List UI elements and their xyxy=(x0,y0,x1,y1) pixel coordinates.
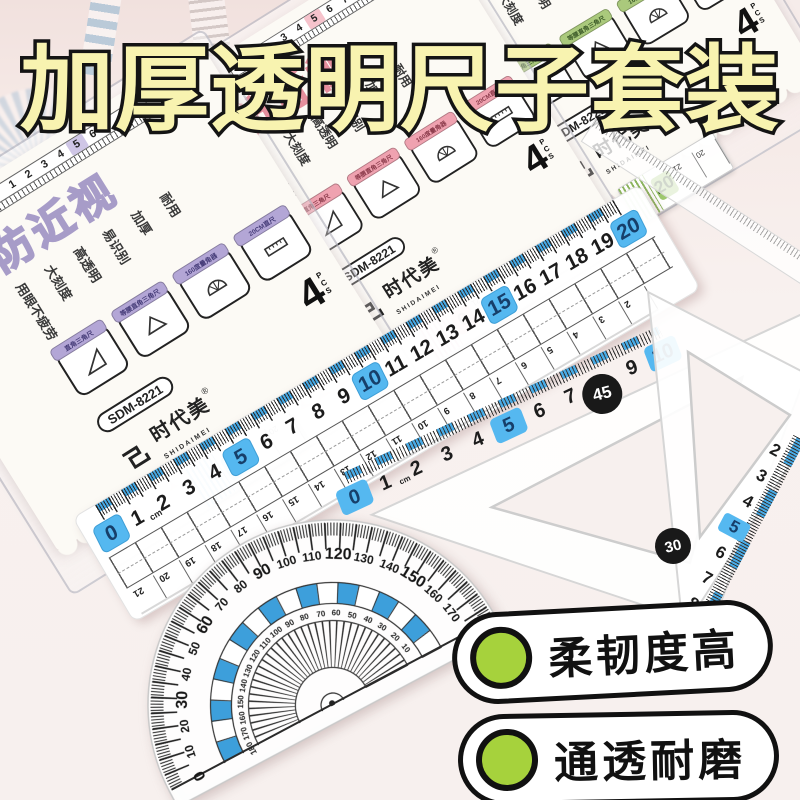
page-title: 加厚透明尺子套装 xyxy=(16,34,782,146)
item-ruler: 20CM直尺 xyxy=(459,74,539,151)
ruler-icon xyxy=(490,105,514,125)
item-ruler: 20CM直尺 xyxy=(231,203,315,285)
item-isosceles-triangle: 等腰直角三角尺 xyxy=(109,279,193,361)
protractor-icon xyxy=(437,145,457,162)
protractor-inner-label: 60 xyxy=(331,608,341,618)
feature-badge-flexibility: 柔韧度高 xyxy=(449,597,776,707)
right-triangle-icon xyxy=(88,347,108,377)
item-protractor: 160度量角器 xyxy=(402,110,481,187)
isosceles-triangle-icon xyxy=(148,315,168,336)
protractor-icon xyxy=(207,279,228,297)
protractor-outer-label: 30 xyxy=(173,690,192,709)
item-protractor: 160度量角器 xyxy=(170,241,254,323)
green-dot-icon xyxy=(468,625,534,691)
protractor-outer-label: 40 xyxy=(178,666,195,683)
item-right-triangle: 直角三角尺 xyxy=(287,181,367,258)
card-icon-row: 直角三角尺 等腰直角三角尺 160度量角器 20CM直尺 xyxy=(48,203,316,399)
feature-badge-wear: 通透耐磨 xyxy=(457,709,780,800)
item-right-triangle: 直角三角尺 xyxy=(48,317,132,399)
right-triangle-icon xyxy=(324,209,343,237)
protractor-inner-label: 150 xyxy=(236,695,246,709)
protractor-outer-label: 120 xyxy=(324,545,352,564)
brand-logo-icon xyxy=(121,444,151,469)
item-protractor: 160度量角器 xyxy=(615,0,693,48)
isosceles-triangle-icon xyxy=(593,40,612,60)
protractor-outer-label: 20 xyxy=(176,718,193,734)
protractor-inner-label: 50 xyxy=(346,610,358,621)
item-isosceles-triangle: 等腰直角三角尺 xyxy=(557,7,635,83)
protractor-inner-label: 160 xyxy=(237,710,248,726)
ruler-icon xyxy=(263,236,289,257)
card-icon-row: 直角三角尺 等腰直角三角尺 160度量角器 20CM直尺 xyxy=(287,74,540,258)
item-isosceles-triangle: 等腰直角三角尺 xyxy=(345,145,424,223)
protractor-inner-label: 70 xyxy=(315,608,326,620)
isosceles-triangle-icon xyxy=(381,179,400,199)
protractor-icon xyxy=(649,8,668,24)
green-dot-icon xyxy=(475,728,539,792)
protractor-outer-label: 110 xyxy=(301,548,323,565)
